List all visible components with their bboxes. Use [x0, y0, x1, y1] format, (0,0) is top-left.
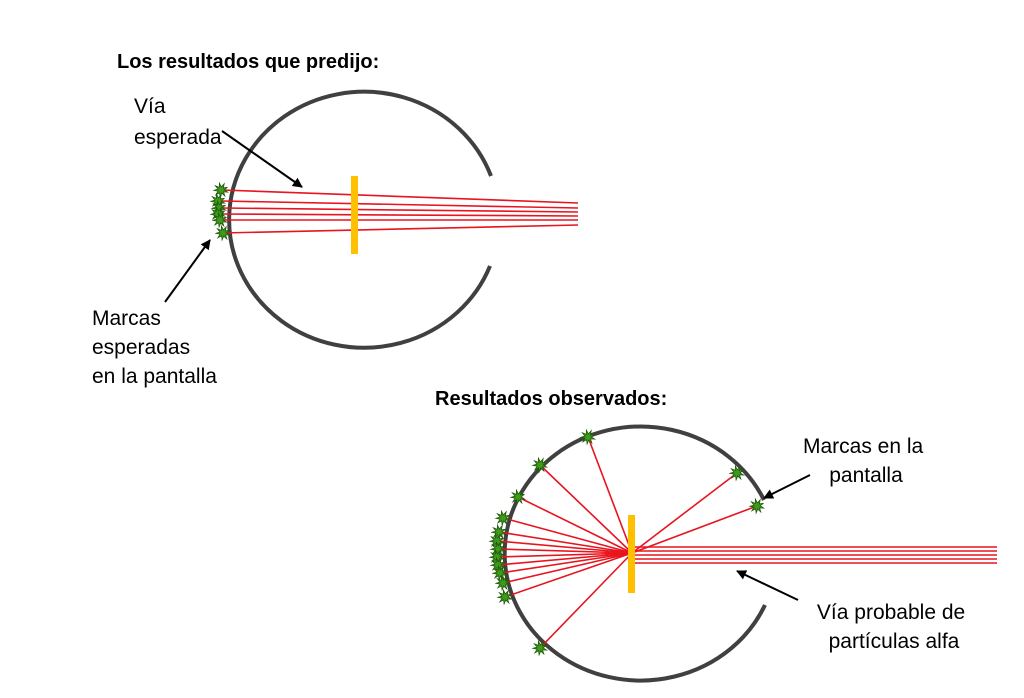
- bottom-gold-foil: [628, 515, 635, 593]
- screen-mark-icon: [531, 639, 549, 657]
- top-screen-marks: [209, 181, 232, 242]
- scattered-ray-line: [539, 552, 633, 649]
- predicted-diagram: Los resultados que predijo: Vía esperada…: [92, 51, 579, 388]
- screen-mark-icon: [579, 428, 597, 446]
- expected-marks-label-line-3: en la pantalla: [92, 365, 217, 388]
- top-beam-line: [221, 189, 579, 204]
- observed-diagram: Resultados observados: Marcas en la pant…: [435, 388, 997, 683]
- expected-marks-label-line-1: Marcas: [92, 307, 161, 330]
- scattered-ray-line: [587, 436, 633, 554]
- expected-marks-arrow: [164, 239, 211, 303]
- top-beam-line: [221, 213, 579, 217]
- screen-mark-icon: [212, 181, 230, 199]
- screen-marks-label-line-2: pantalla: [829, 464, 903, 487]
- expected-path-arrow: [221, 130, 303, 188]
- top-detector-screen: [227, 89, 493, 350]
- scattered-ray-line: [504, 552, 633, 598]
- alpha-path-arrow: [736, 570, 799, 601]
- scattered-ray-line: [502, 517, 633, 554]
- screen-mark-icon: [728, 464, 746, 482]
- alpha-path-label: Vía probable de partículas alfa: [817, 601, 971, 653]
- expected-marks-label-line-2: esperadas: [92, 336, 190, 359]
- top-beam-line: [221, 207, 579, 213]
- scattered-ray-line: [539, 464, 633, 554]
- expected-marks-label: Marcas esperadas en la pantalla: [92, 307, 217, 388]
- scattered-ray-line: [499, 552, 633, 574]
- screen-mark-icon: [531, 456, 549, 474]
- top-beam-line: [221, 200, 579, 209]
- bottom-detector-screen: [502, 424, 767, 683]
- bottom-beam-lines: [496, 436, 997, 649]
- scattered-ray-line: [498, 531, 633, 554]
- predicted-title: Los resultados que predijo:: [117, 51, 379, 73]
- screen-mark-icon: [494, 574, 512, 592]
- screen-marks-label: Marcas en la pantalla: [803, 435, 929, 487]
- scattered-ray-line: [497, 552, 633, 566]
- scattered-ray-line: [502, 552, 633, 584]
- screen-marks-label-line-1: Marcas en la: [803, 435, 924, 458]
- screen-mark-icon: [748, 497, 766, 515]
- observed-title: Resultados observados:: [435, 388, 667, 410]
- top-beam-line: [221, 224, 579, 234]
- scattered-ray-line: [496, 540, 633, 554]
- top-beam-lines: [221, 189, 579, 234]
- screen-mark-icon: [211, 211, 229, 229]
- screen-mark-icon: [509, 488, 527, 506]
- scattered-ray-line: [631, 505, 758, 554]
- top-gold-foil: [351, 176, 358, 254]
- scattered-ray-line: [496, 552, 633, 558]
- screen-mark-icon: [494, 509, 512, 527]
- bottom-screen-marks: [488, 428, 766, 657]
- expected-path-label-line-2: esperada: [134, 126, 222, 149]
- scattered-ray-line: [497, 548, 633, 554]
- scattered-ray-line: [517, 496, 633, 554]
- screen-mark-icon: [491, 564, 509, 582]
- scattered-ray-line: [631, 472, 738, 554]
- screen-marks-arrow: [763, 474, 811, 499]
- alpha-path-label-line-1: Vía probable de: [817, 601, 965, 624]
- screen-mark-icon: [496, 588, 514, 606]
- expected-path-label-line-1: Vía: [134, 95, 166, 118]
- alpha-path-label-line-2: partículas alfa: [829, 630, 960, 653]
- screen-mark-icon: [214, 224, 232, 242]
- expected-path-label: Vía esperada: [134, 95, 222, 149]
